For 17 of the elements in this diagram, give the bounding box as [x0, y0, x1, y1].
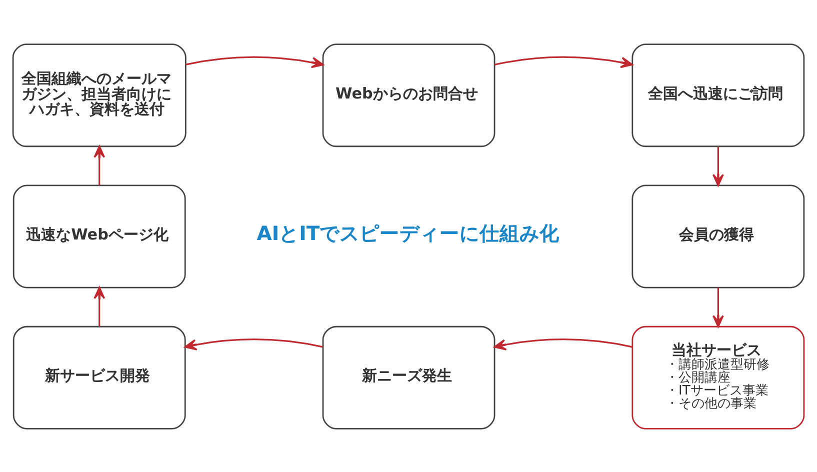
arrow: [494, 56, 633, 68]
arrow: [494, 338, 632, 350]
node-box: 当社サービス ・講師派遣型研修 ・公開講座 ・ITサービス事業 ・その他の事業: [632, 325, 805, 429]
node-box: 迅速なWebページ化: [12, 184, 186, 288]
node-box: 会員の獲得: [632, 184, 805, 288]
node-box: Webからのお問合せ: [322, 43, 496, 147]
node-box: 全国へ迅速にご訪問: [632, 43, 805, 147]
node-box: 新サービス開発: [12, 325, 186, 429]
arrow: [184, 338, 323, 350]
node-box: 新ニーズ発生: [322, 325, 496, 429]
node-box: 全国組織へのメールマガジン、担当者向けにハガキ、資料を送付: [12, 43, 186, 147]
arrow: [186, 56, 324, 68]
arrow: [94, 286, 106, 326]
arrow: [712, 287, 724, 327]
label: AIとITでスピーディーに仕組み化: [256, 222, 560, 245]
arrow: [712, 146, 724, 186]
arrow: [94, 145, 106, 185]
